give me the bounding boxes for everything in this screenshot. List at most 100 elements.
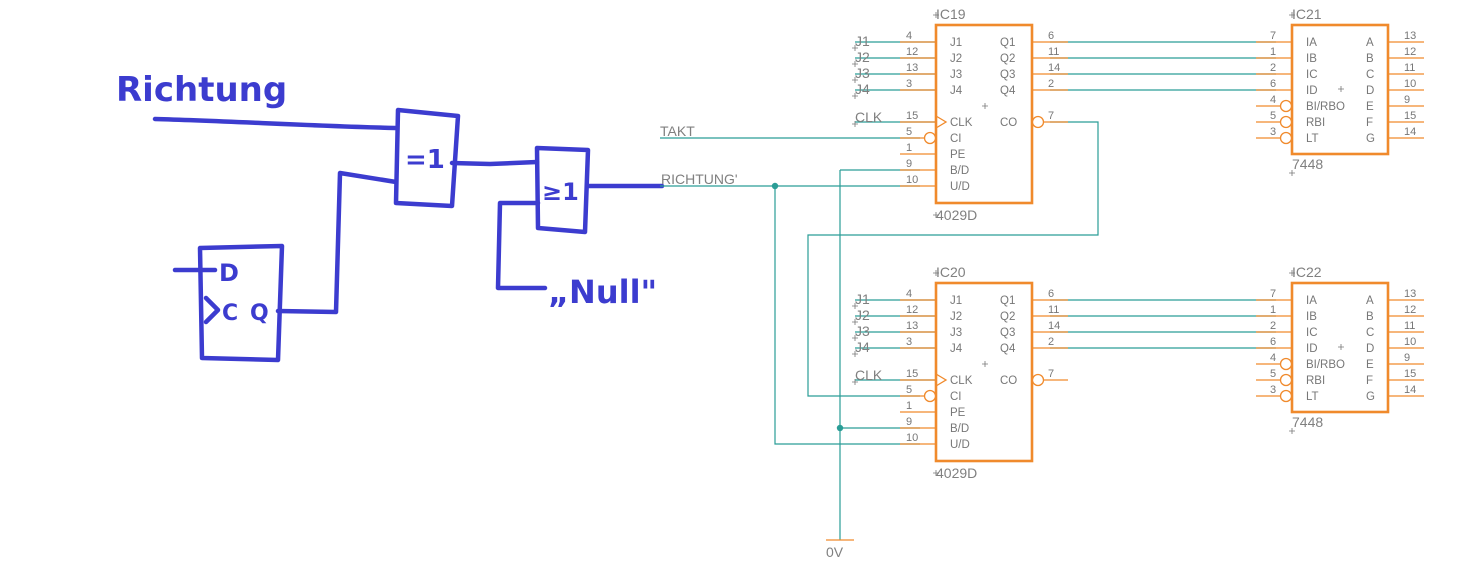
pin-number: 13 [1404,288,1416,300]
part-type: 4029D [936,207,977,223]
pin-number: 15 [1404,110,1416,122]
pin-label: E [1366,359,1374,371]
pin-label: RBI [1306,117,1325,129]
pin-number: 12 [906,304,918,316]
pin-label: C [1366,327,1374,339]
pin-number: 10 [1404,78,1416,90]
pin-label: BI/RBO [1306,359,1345,371]
pin-label: B/D [950,165,969,177]
pin-number: 6 [1048,288,1054,300]
pin-label: CO [1000,117,1017,129]
pin-number: 15 [906,368,918,380]
sketch-richtung-wire [152,116,398,131]
pin-label: BI/RBO [1306,101,1345,113]
part-name: IC22 [1292,264,1322,280]
pin-label: ID [1306,85,1318,97]
pin-number: 9 [1404,94,1410,106]
pin-number: 12 [1404,304,1416,316]
pin-label: F [1366,117,1373,129]
pin-label: Q4 [1000,85,1016,97]
pin-label: G [1366,391,1375,403]
pin-label: Q2 [1000,311,1015,323]
sketch-title: Richtung [116,70,287,110]
net-label-clk: CLK [855,109,883,125]
pin-label: E [1366,101,1374,113]
parts: IC194029D4J112J213J33J415CLK5CI1PE9B/D10… [852,6,1424,481]
part-type: 7448 [1292,156,1323,172]
pin-number: 15 [906,110,918,122]
pin-label: LT [1306,133,1319,145]
pin-number: 10 [906,174,918,186]
sketch-null-wire [495,200,548,291]
pin-number: 11 [1048,304,1059,316]
pin-label: IC [1306,69,1318,81]
pin-number: 3 [906,336,912,348]
pin-label: RBI [1306,375,1325,387]
pin-label: IB [1306,311,1317,323]
pin-number: 13 [1404,30,1416,42]
pin-number: 11 [1404,320,1415,332]
ground-label: 0V [826,544,844,560]
pin-label: Q2 [1000,53,1015,65]
pin-label: B [1366,311,1374,323]
pin-number: 7 [1270,30,1276,42]
sketch-null-label: „Null" [548,273,657,311]
pin-label: CO [1000,375,1017,387]
ground-symbol: 0V [826,539,854,560]
pin-number: 1 [1270,304,1276,316]
sketch-xor-gate [393,107,461,209]
net-label-j: J4 [855,339,870,355]
pin-number: 7 [1048,368,1054,380]
pin-number: 5 [1270,110,1276,122]
pin-label: C [1366,69,1374,81]
pin-number: 6 [1270,336,1276,348]
pin-number: 14 [1048,320,1060,332]
pin-number: 2 [1048,78,1054,90]
pin-number: 4 [1270,352,1276,364]
pin-label: J1 [950,37,962,49]
decoder-ic22: IC2274487IA1IB2IC6ID4BI/RBO5RBI3LT13A12B… [1256,264,1424,434]
pin-number: 9 [906,158,912,170]
pin-number: 10 [1404,336,1416,348]
pin-label: LT [1306,391,1319,403]
part-name: IC20 [936,264,966,280]
net-label-j: J2 [855,307,870,323]
sketch-clock-triangle [203,295,221,325]
pin-number: 15 [1404,368,1416,380]
pin-label: B [1366,53,1374,65]
pin-number: 6 [1270,78,1276,90]
part-name: IC19 [936,6,966,22]
net-label-j: J1 [855,291,870,307]
sketch-xor-label: =1 [405,145,445,175]
pin-label: B/D [950,423,969,435]
net-label-j: J2 [855,49,870,65]
pin-number: 11 [1404,62,1415,74]
pin-label: J3 [950,327,962,339]
pin-number: 14 [1048,62,1060,74]
sketch-ff-c: C [222,301,238,326]
sketch-q-wire [275,170,399,315]
pin-number: 14 [1404,126,1416,138]
pin-number: 4 [1270,94,1276,106]
pin-number: 3 [1270,384,1276,396]
net-label-j: J3 [855,323,870,339]
junction-dot [771,182,779,190]
pin-label: G [1366,133,1375,145]
pin-label: Q4 [1000,343,1016,355]
pin-number: 2 [1270,320,1276,332]
hand-sketch: Richtung =1 ≥1 „Null" D C Q [116,70,665,363]
pin-number: 1 [906,400,912,412]
counter-ic19: IC194029D4J112J213J33J415CLK5CI1PE9B/D10… [852,6,1068,223]
pin-number: 6 [1048,30,1054,42]
pin-number: 4 [906,288,912,300]
pin-number: 5 [906,384,912,396]
net-label-j: J4 [855,81,870,97]
pin-number: 13 [906,320,918,332]
pin-number: 13 [906,62,918,74]
pin-number: 9 [906,416,912,428]
pin-label: D [1366,85,1374,97]
pin-number: 3 [1270,126,1276,138]
pin-label: A [1366,37,1374,49]
